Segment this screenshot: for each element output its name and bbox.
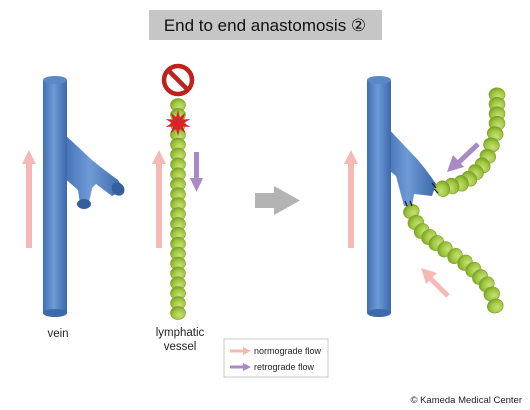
lymph-bead bbox=[170, 306, 186, 320]
no-entry-icon bbox=[161, 63, 195, 97]
diagram-title: End to end anastomosis ② bbox=[164, 16, 366, 35]
vein-left bbox=[43, 76, 125, 317]
normograde-arrow-right-head bbox=[344, 150, 358, 164]
normograde-arrow-lymph-head bbox=[152, 150, 166, 164]
copyright-text: © Kameda Medical Center bbox=[410, 395, 522, 406]
lymphatic-vessel-upper-anastomosed bbox=[435, 87, 506, 197]
process-arrow-icon bbox=[255, 186, 300, 215]
retrograde-arrow-lymph-head bbox=[190, 178, 203, 192]
suture-marks-icon bbox=[404, 182, 439, 207]
normograde-arrow-vein-shaft bbox=[26, 162, 32, 248]
legend-retrograde-label: retrograde flow bbox=[254, 362, 315, 372]
lymphatic-label-line1: lymphatic bbox=[156, 327, 205, 339]
title-box bbox=[149, 10, 382, 40]
retrograde-arrow-lymph-shaft bbox=[194, 152, 199, 180]
normograde-arrow-vein-head bbox=[22, 150, 36, 164]
legend-normograde-label: normograde flow bbox=[254, 346, 322, 356]
lymphatic-vessel-lower-anastomosed bbox=[403, 204, 504, 314]
lymph-bead bbox=[487, 298, 504, 314]
normograde-arrow-lymph-shaft bbox=[156, 162, 162, 248]
normograde-arrow-right-shaft bbox=[348, 162, 354, 248]
normograde-arrow-right-lower bbox=[421, 268, 450, 298]
retrograde-arrow-right bbox=[447, 142, 480, 172]
vein-label: vein bbox=[47, 328, 68, 340]
legend: normograde flow retrograde flow bbox=[223, 338, 329, 378]
vein-right bbox=[367, 76, 436, 317]
lymphatic-label-line2: vessel bbox=[164, 341, 197, 353]
rupture-burst-icon bbox=[165, 110, 191, 136]
